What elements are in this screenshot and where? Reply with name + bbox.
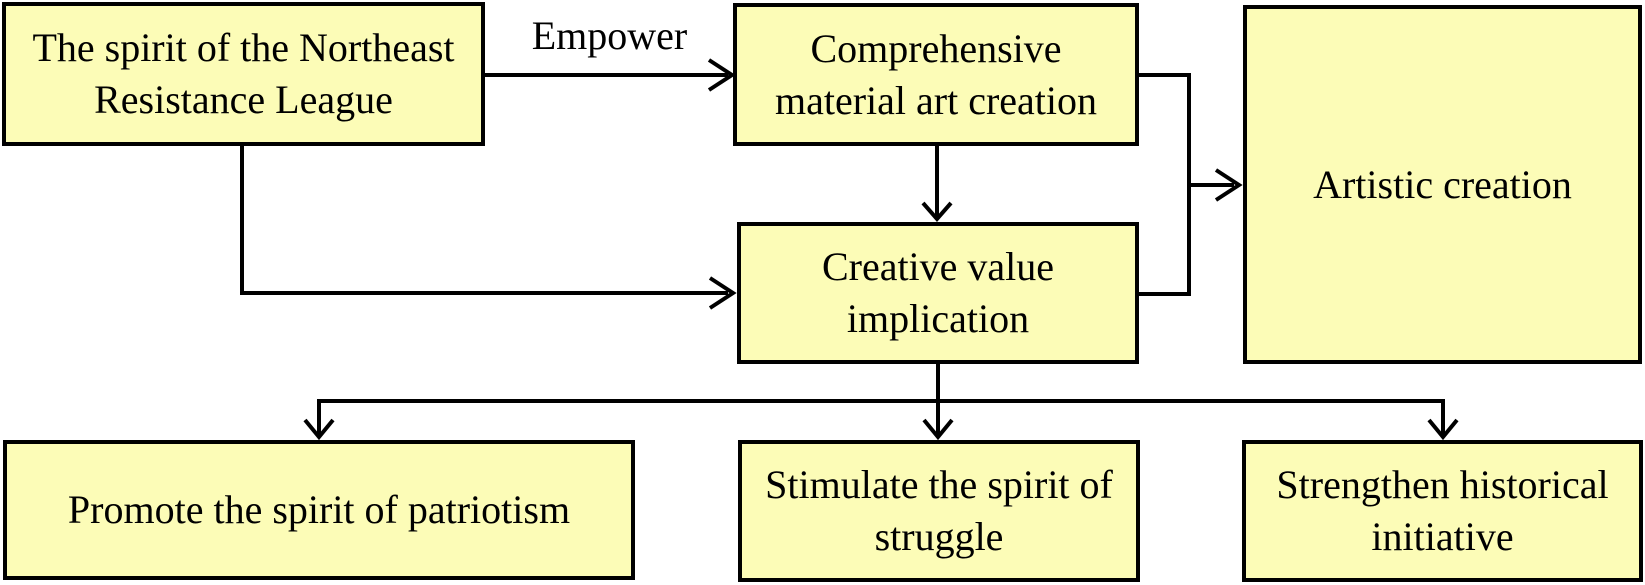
arrowhead-down-icon — [922, 418, 954, 441]
node-strengthen-historical: Strengthen historical initiative — [1242, 440, 1643, 582]
node-comprehensive-material-art: Comprehensive material art creation — [733, 3, 1139, 146]
node-stimulate-struggle: Stimulate the spirit of struggle — [738, 440, 1140, 582]
node-creative-value-implication: Creative value implication — [737, 222, 1139, 364]
node-text-line: Stimulate the spirit of — [765, 462, 1113, 507]
edge-distribution-rail — [303, 364, 1459, 441]
node-text-line: Resistance League — [94, 77, 393, 122]
edge-label-empower: Empower — [531, 13, 688, 58]
edge-empower-arrow — [485, 58, 736, 92]
arrowhead-down-icon — [921, 201, 953, 223]
arrowhead-down-icon — [303, 418, 335, 441]
node-northeast-spirit: The spirit of the Northeast Resistance L… — [2, 2, 485, 146]
node-text-line: initiative — [1371, 514, 1514, 559]
node-text-line: Artistic creation — [1313, 161, 1572, 207]
node-artistic-creation: Artistic creation — [1243, 5, 1642, 364]
edge-merge-to-artistic — [1139, 73, 1243, 296]
node-promote-patriotism: Promote the spirit of patriotism — [3, 440, 635, 580]
node-text-line: Strengthen historical — [1276, 462, 1609, 507]
edge-spirit-to-creative — [240, 146, 737, 310]
node-text-line: Comprehensive — [810, 25, 1062, 71]
arrowhead-down-icon — [1427, 418, 1459, 441]
arrowhead-right-icon — [1214, 168, 1243, 202]
arrowhead-right-icon — [708, 276, 737, 310]
node-text-line: material art creation — [774, 77, 1098, 123]
node-text-line: implication — [846, 296, 1030, 341]
arrowhead-right-icon — [707, 58, 736, 92]
node-text-line: struggle — [874, 514, 1004, 559]
node-text-line: Promote the spirit of patriotism — [67, 487, 571, 532]
edge-comprehensive-to-creative — [921, 146, 953, 223]
node-text-line: The spirit of the Northeast — [32, 25, 455, 70]
node-text-line: Creative value — [821, 244, 1055, 289]
